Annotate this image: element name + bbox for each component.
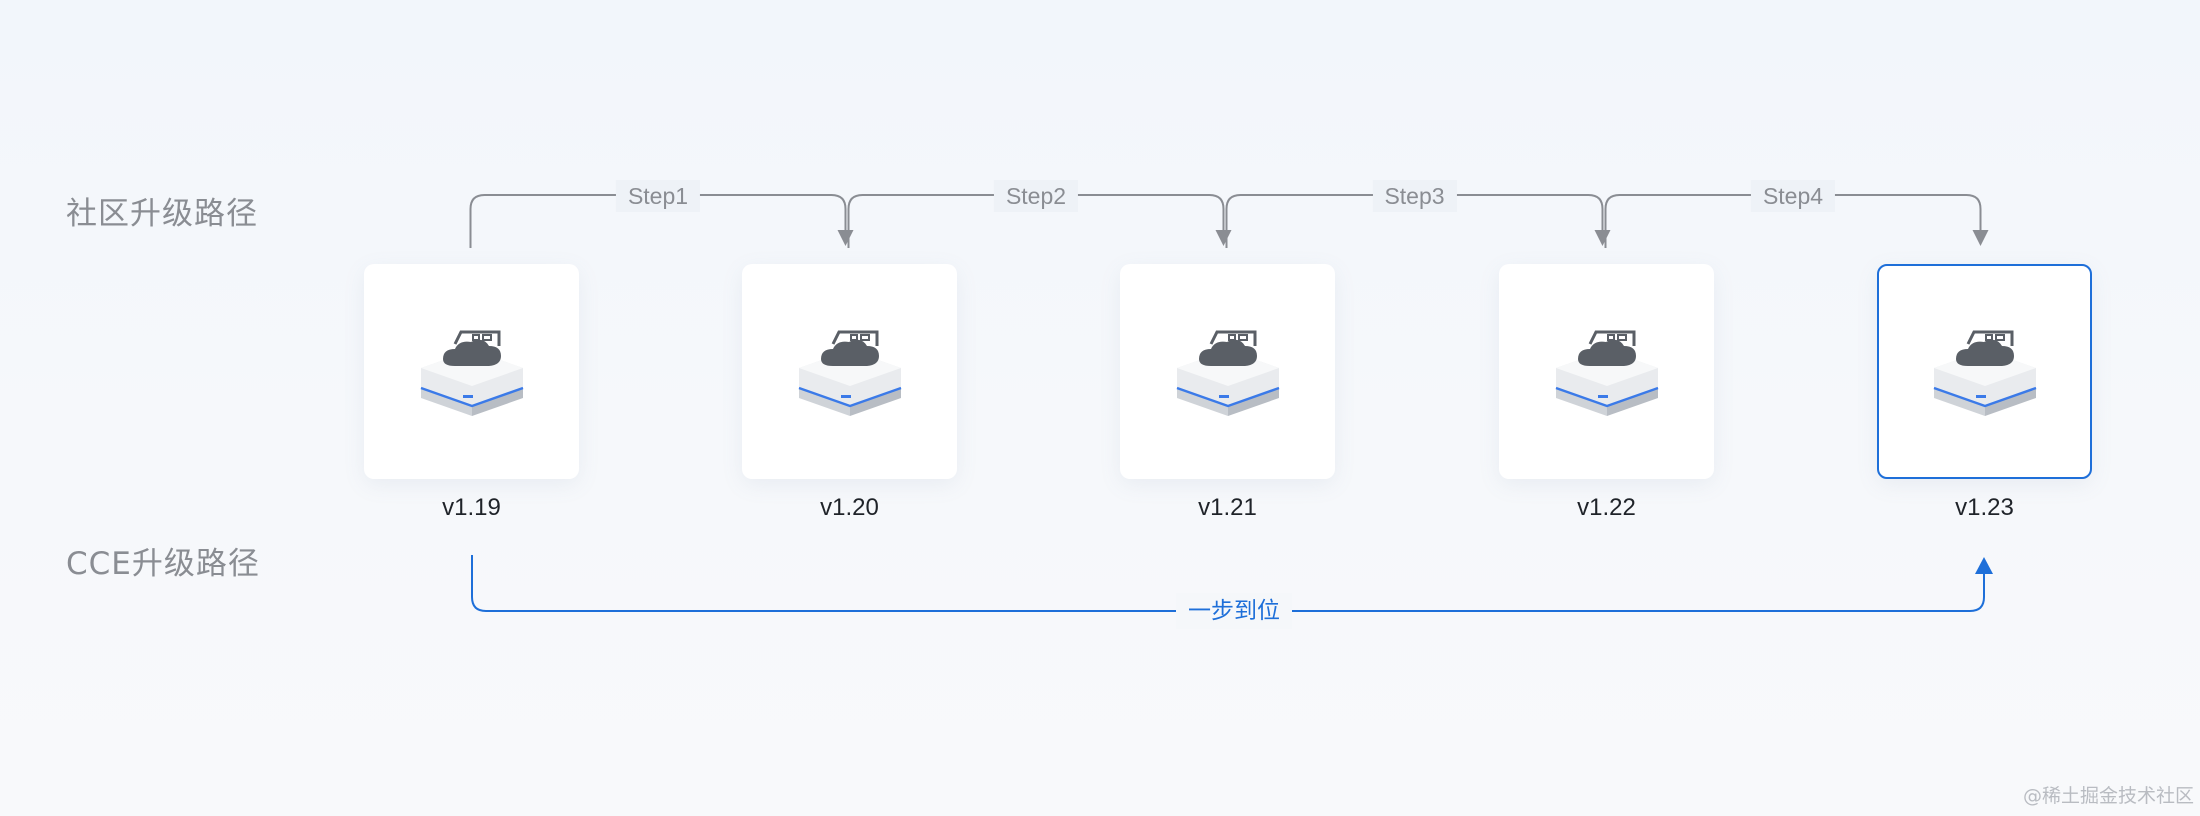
version-label: v1.23 [1955,494,2014,521]
step-label-3: Step3 [1372,180,1457,212]
version-card-v1-22 [1499,264,1714,479]
version-label: v1.20 [820,494,879,521]
cloud-server-device-icon [1555,330,1658,416]
community-path-label: 社区升级路径 [66,196,258,232]
cloud-server-device-icon [1176,330,1279,416]
step-arrowhead [837,230,854,246]
version-card-v1-19 [364,264,579,479]
step-label-2: Step2 [993,180,1079,212]
step-arrowhead [1972,230,1989,246]
cloud-server-device-icon [1933,330,2036,416]
step-arrowhead [1594,230,1611,246]
one-step-label: 一步到位 [1176,593,1292,629]
version-label: v1.22 [1577,494,1636,521]
cce-arrowhead [1975,557,1993,574]
cloud-server-device-icon [798,330,901,416]
version-label: v1.21 [1198,494,1257,521]
watermark: @稀土掘金技术社区 [2022,785,2194,807]
version-card-v1-21 [1120,264,1335,479]
version-card-v1-20 [742,264,957,479]
cloud-server-device-icon [420,330,523,416]
version-card-v1-23 [1877,264,2092,479]
step-arrowhead [1215,230,1232,246]
step-label-1: Step1 [615,180,701,212]
step-label-4: Step4 [1750,180,1836,212]
cce-path-label: CCE升级路径 [66,546,260,582]
version-label: v1.19 [442,494,501,521]
